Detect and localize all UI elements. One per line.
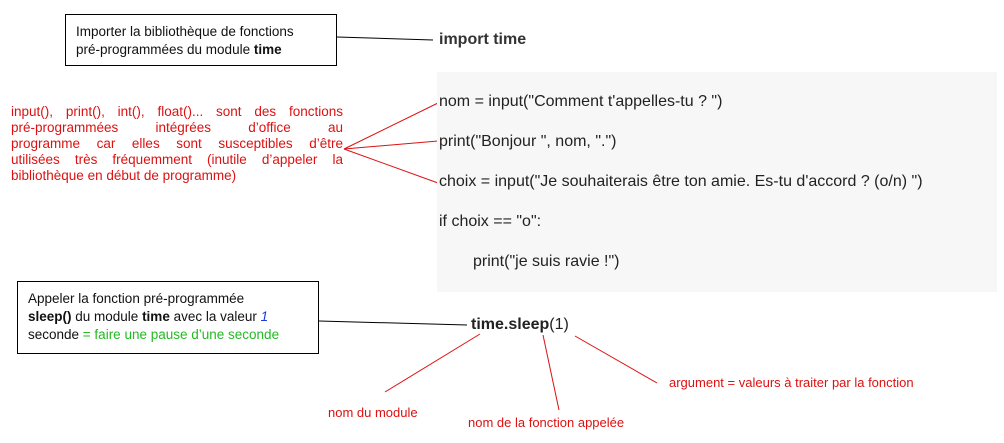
import-box-text: pré-programmées du module — [76, 42, 254, 57]
code-line-choix: choix = input("Je souhaiterais être ton … — [439, 173, 923, 190]
builtins-note-line: utilisées très fréquemment (inutile d’ap… — [11, 152, 343, 167]
builtins-note-line: bibliothèque en début de programme) — [11, 168, 237, 183]
module-connector — [384, 333, 481, 393]
import-box-connector — [336, 36, 434, 41]
builtins-connector-print — [343, 140, 439, 150]
sleep-box-module: time — [142, 309, 170, 324]
import-box-line2: pré-programmées du module time — [76, 41, 326, 59]
code-sleep-call: time.sleep(1) — [471, 316, 569, 334]
sleep-box-line2: sleep() du module time avec la valeur 1 — [28, 308, 308, 326]
builtins-connector-input2 — [343, 148, 439, 184]
sleep-box-line3: seconde = faire une pause d’une seconde — [28, 326, 308, 344]
builtins-note-line: programme car elles sont susceptibles d’… — [11, 136, 343, 151]
builtins-note-line: pré-programmées intégrées d’office au — [11, 120, 343, 135]
sleep-box-unit: seconde — [28, 327, 80, 342]
sleep-box-line1: Appeler la fonction pré-programmée — [28, 291, 245, 306]
sleep-box-explanation: = faire une pause d’une seconde — [79, 327, 280, 342]
sleep-box-value: 1 — [260, 309, 269, 324]
sleep-box-text: du module — [71, 309, 143, 324]
code-line-print-bonjour: print("Bonjour ", nom, ".") — [439, 133, 617, 150]
label-function-name: nom de la fonction appelée — [468, 415, 625, 430]
code-panel — [437, 72, 997, 292]
sleep-annotation-box: Appeler la fonction pré-programmée sleep… — [17, 281, 319, 354]
import-annotation-box: Importer la bibliothèque de fonctions pr… — [65, 14, 337, 66]
label-argument: argument = valeurs à traiter par la fonc… — [669, 375, 914, 390]
builtins-note-line: input(), print(), int(), float()... sont… — [11, 104, 343, 119]
import-box-module: time — [253, 42, 282, 57]
code-sleep-dot: . — [503, 316, 509, 333]
builtins-note: input(), print(), int(), float()... sont… — [11, 104, 343, 184]
function-connector — [542, 334, 560, 411]
sleep-box-connector — [318, 320, 468, 326]
code-sleep-module: time — [471, 316, 504, 333]
argument-connector — [574, 335, 658, 384]
sleep-box-text2: avec la valeur — [169, 309, 261, 324]
code-line-if: if choix == "o": — [439, 213, 542, 230]
sleep-box-func: sleep() — [28, 309, 72, 324]
code-line-nom: nom = input("Comment t'appelles-tu ? ") — [439, 93, 723, 110]
label-module-name: nom du module — [328, 405, 418, 420]
code-line-print-ravie: print("je suis ravie !") — [473, 253, 620, 270]
import-box-line1: Importer la bibliothèque de fonctions — [76, 24, 294, 39]
code-sleep-func: sleep — [508, 316, 550, 333]
builtins-connector-input — [343, 102, 439, 150]
code-sleep-args: (1) — [549, 316, 569, 333]
code-import-statement: import time — [439, 31, 527, 48]
